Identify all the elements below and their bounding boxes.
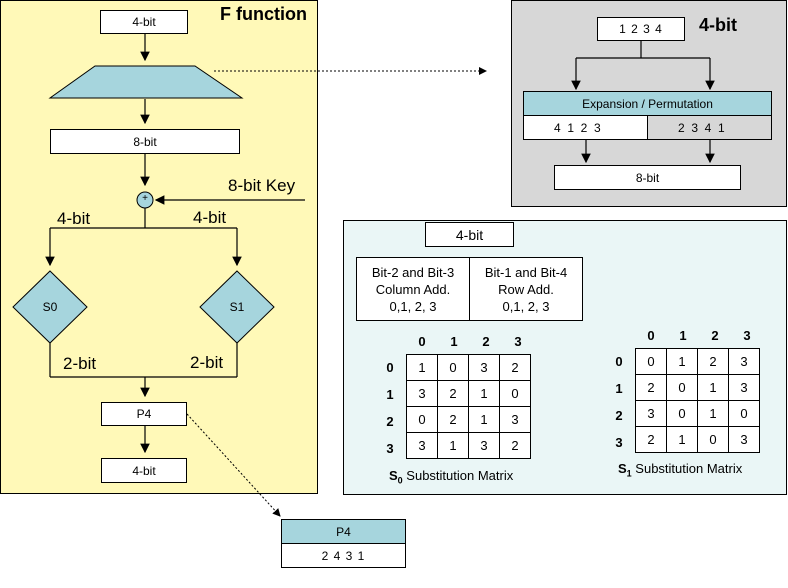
exp-input-box: 1 2 3 4 — [597, 17, 685, 41]
p4-box: P4 — [101, 402, 187, 426]
s1-cell: 2 — [635, 374, 667, 401]
s0-col-header: 3 — [514, 334, 522, 349]
s0-cell: 0 — [437, 354, 469, 381]
s1-cell: 1 — [666, 348, 698, 375]
s0-cell: 2 — [437, 406, 469, 433]
s1-col-header: 1 — [679, 328, 687, 343]
s1-col-header: 0 — [647, 328, 655, 343]
s1-cell: 3 — [728, 348, 760, 375]
s1-col-header: 2 — [711, 328, 719, 343]
left-out-label: 2-bit — [63, 354, 97, 373]
right-out-label: 2-bit — [190, 353, 224, 372]
exp-output-box: 8-bit — [554, 165, 741, 190]
p4-detail-value: 2 4 3 1 — [281, 543, 406, 568]
s0-col-header: 1 — [450, 334, 458, 349]
s0-row-header: 0 — [386, 360, 394, 375]
f-output-box: 4-bit — [101, 458, 187, 483]
exp-title-box: Expansion / Permutation — [523, 91, 772, 116]
s1-cell: 3 — [728, 426, 760, 453]
s1-cell: 1 — [697, 400, 729, 427]
s0-caption: S0 Substitution Matrix — [389, 468, 513, 486]
s1-cell: 2 — [697, 348, 729, 375]
s1-cell: 0 — [728, 400, 760, 427]
s0-cell: 2 — [499, 432, 531, 459]
s0-cell: 3 — [468, 432, 500, 459]
s0-cell: 3 — [406, 380, 438, 407]
s1-cell: 1 — [697, 374, 729, 401]
s0-row-header: 2 — [386, 414, 394, 429]
s0-caption-text: Substitution Matrix — [402, 468, 514, 483]
s0-cell: 2 — [499, 354, 531, 381]
s1-caption-text: Substitution Matrix — [631, 461, 743, 476]
col-desc-box: Bit-2 and Bit-3 Column Add. 0,1, 2, 3 — [356, 257, 470, 321]
sbox1-label: S1 — [229, 300, 245, 314]
s0-cell: 0 — [406, 406, 438, 433]
s0-cell: 1 — [468, 406, 500, 433]
s1-row-header: 1 — [615, 381, 623, 396]
sbox-input-box: 4-bit — [425, 222, 514, 247]
s0-cell: 0 — [499, 380, 531, 407]
s0-cell: 1 — [437, 432, 469, 459]
s0-cell: 3 — [468, 354, 500, 381]
s0-caption-sub: 0 — [397, 475, 403, 486]
s1-cell: 0 — [666, 400, 698, 427]
row-desc-box: Bit-1 and Bit-4 Row Add. 0,1, 2, 3 — [469, 257, 583, 321]
p4-detail-title: P4 — [281, 519, 406, 544]
s1-col-header: 3 — [743, 328, 751, 343]
s1-row-header: 0 — [615, 354, 623, 369]
s1-cell: 2 — [635, 426, 667, 453]
exp-right-perm: 2 3 4 1 — [647, 115, 772, 140]
s0-cell: 3 — [406, 432, 438, 459]
s0-caption-symbol: S — [389, 468, 398, 483]
s1-cell: 0 — [635, 348, 667, 375]
s0-cell: 2 — [437, 380, 469, 407]
s1-cell: 0 — [666, 374, 698, 401]
sbox0-label: S0 — [42, 300, 58, 314]
s0-cell: 3 — [499, 406, 531, 433]
f-input-box: 4-bit — [100, 10, 188, 34]
s1-caption: S1 Substitution Matrix — [618, 461, 742, 479]
left-half-label: 4-bit — [57, 209, 91, 228]
xor-symbol: + — [142, 193, 148, 204]
s0-col-header: 2 — [482, 334, 490, 349]
s1-row-header: 3 — [615, 435, 623, 450]
key-label: 8-bit Key — [228, 176, 296, 195]
s1-cell: 0 — [697, 426, 729, 453]
right-half-label: 4-bit — [193, 208, 227, 227]
s1-caption-symbol: S — [618, 461, 627, 476]
s1-cell: 3 — [635, 400, 667, 427]
f-function-title: F function — [220, 4, 307, 24]
s1-caption-sub: 1 — [626, 468, 632, 479]
s1-row-header: 2 — [615, 408, 623, 423]
exp-left-perm: 4 1 2 3 — [523, 115, 648, 140]
s0-cell: 1 — [468, 380, 500, 407]
s1-cell: 1 — [666, 426, 698, 453]
s0-row-header: 1 — [386, 387, 394, 402]
exp-input-caption: 4-bit — [699, 15, 737, 35]
s0-col-header: 0 — [418, 334, 426, 349]
s1-cell: 3 — [728, 374, 760, 401]
s0-row-header: 3 — [386, 441, 394, 456]
s0-cell: 1 — [406, 354, 438, 381]
f-expanded-box: 8-bit — [50, 129, 240, 154]
